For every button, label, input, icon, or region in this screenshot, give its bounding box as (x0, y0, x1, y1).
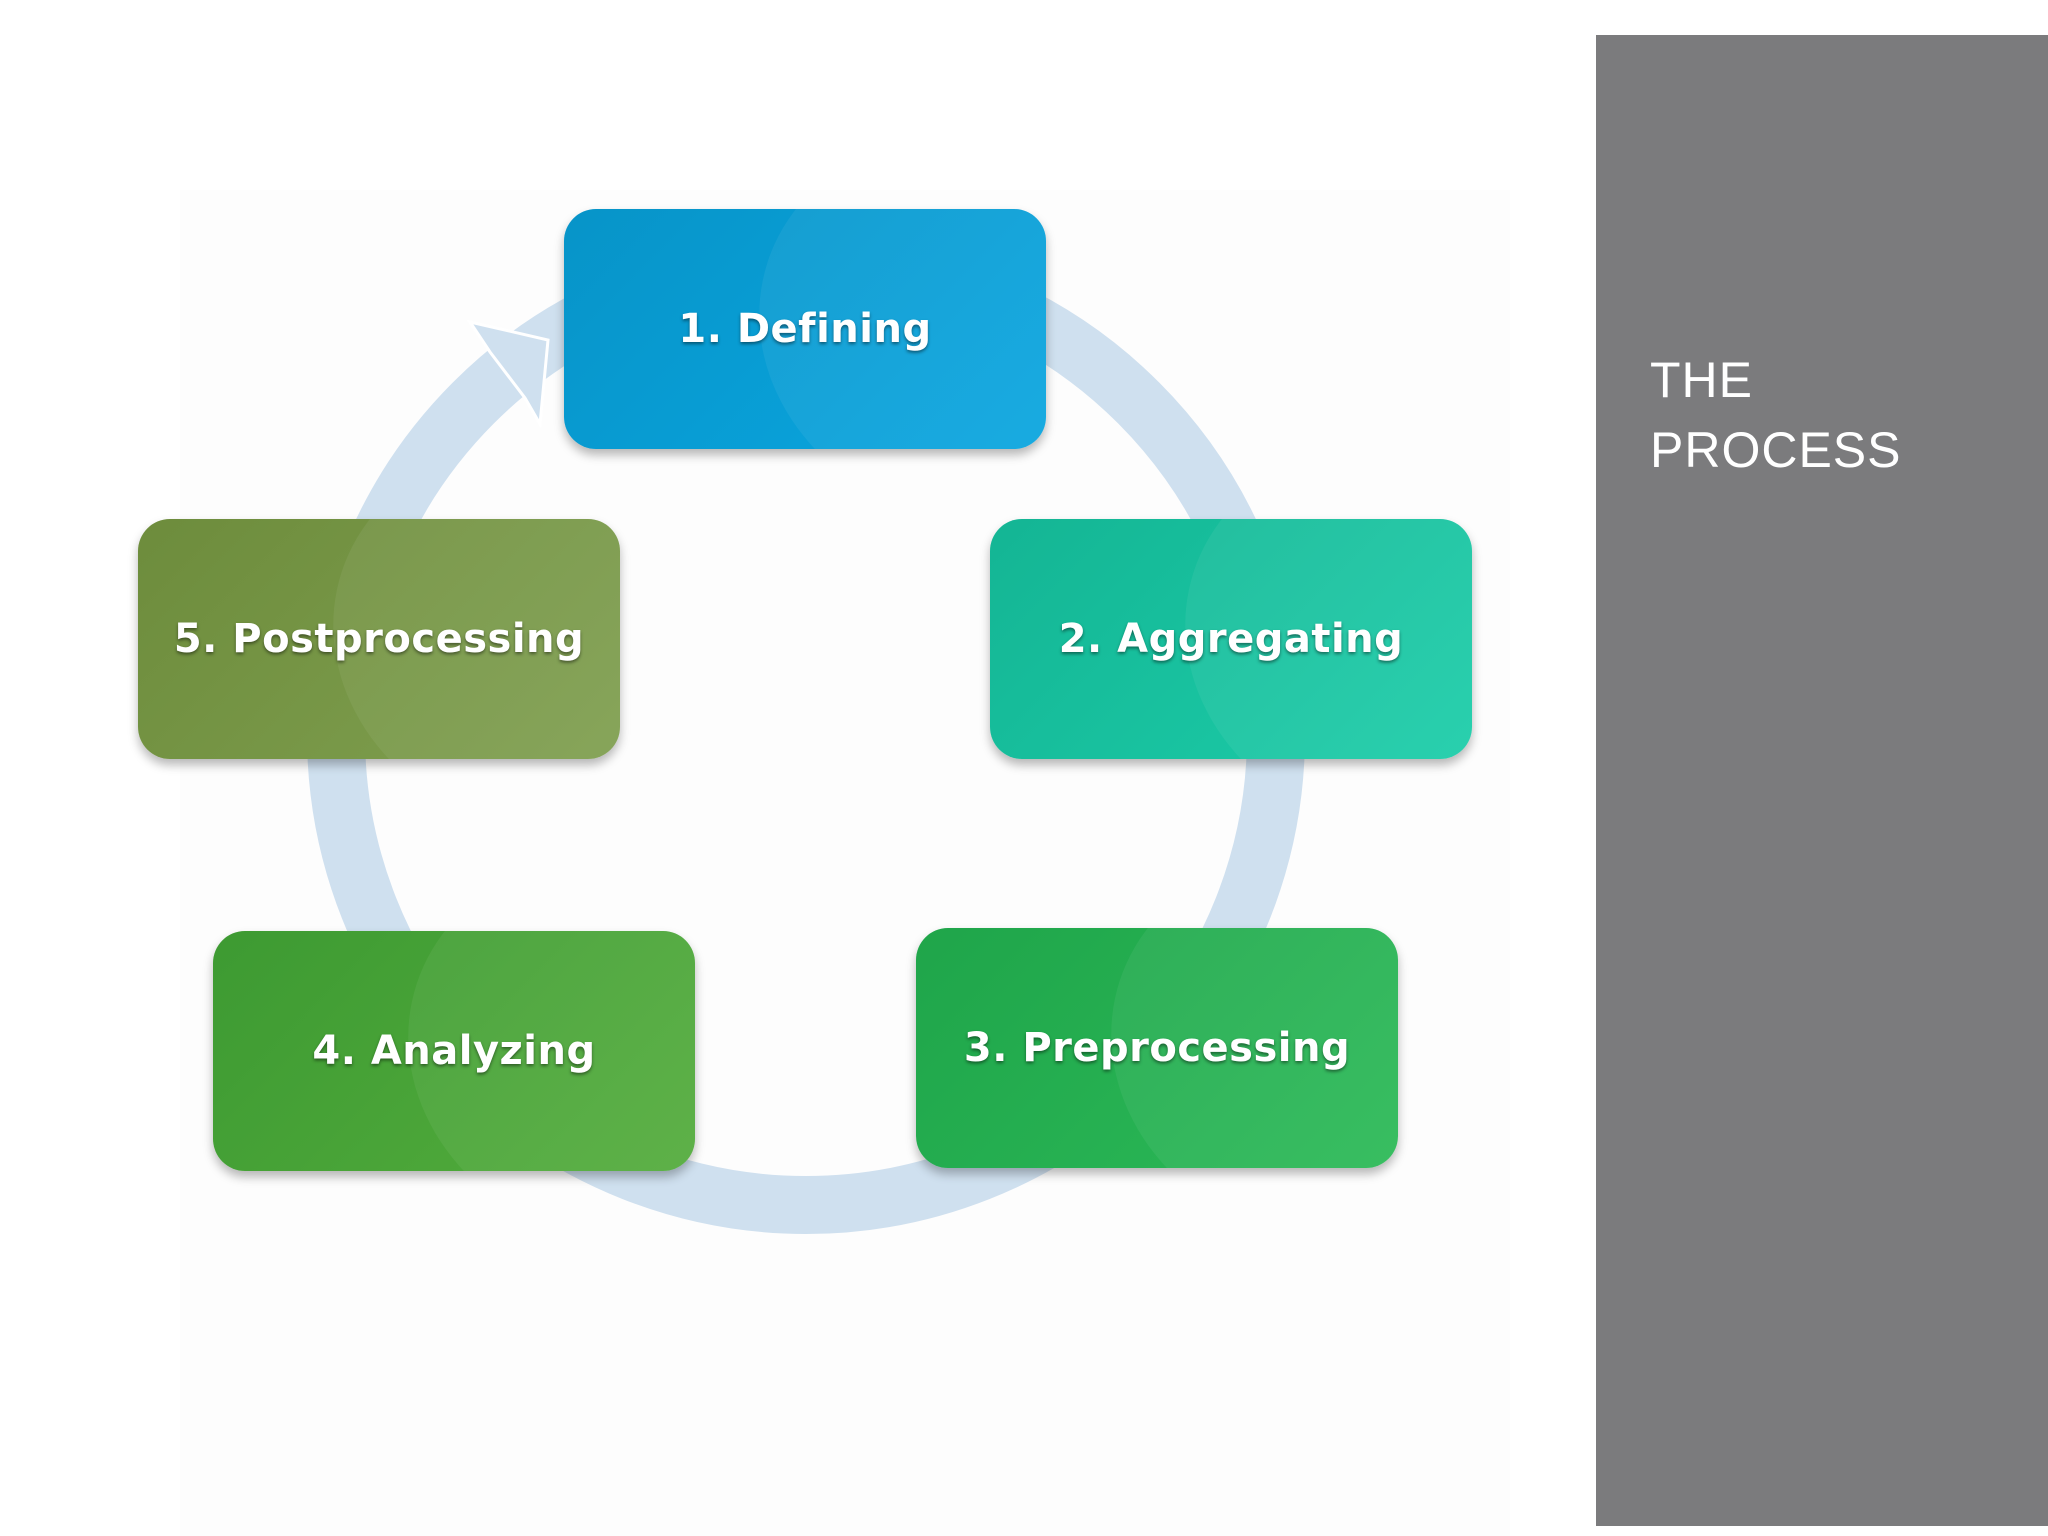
step-label-preprocessing: 3. Preprocessing (963, 1025, 1351, 1071)
step-label-postprocessing: 5. Postprocessing (173, 616, 585, 662)
slide-title: THE PROCESS (1650, 352, 1902, 478)
cycle-arrow-head (466, 319, 550, 429)
step-analyzing: 4. Analyzing (213, 931, 695, 1171)
step-aggregating: 2. Aggregating (990, 519, 1472, 759)
step-preprocessing: 3. Preprocessing (916, 928, 1398, 1168)
step-postprocessing: 5. Postprocessing (138, 519, 620, 759)
step-defining: 1. Defining (564, 209, 1046, 449)
step-label-aggregating: 2. Aggregating (1058, 616, 1404, 662)
title-side-panel: THE PROCESS (1596, 35, 2048, 1526)
step-label-analyzing: 4. Analyzing (312, 1028, 596, 1074)
step-label-defining: 1. Defining (678, 306, 932, 352)
